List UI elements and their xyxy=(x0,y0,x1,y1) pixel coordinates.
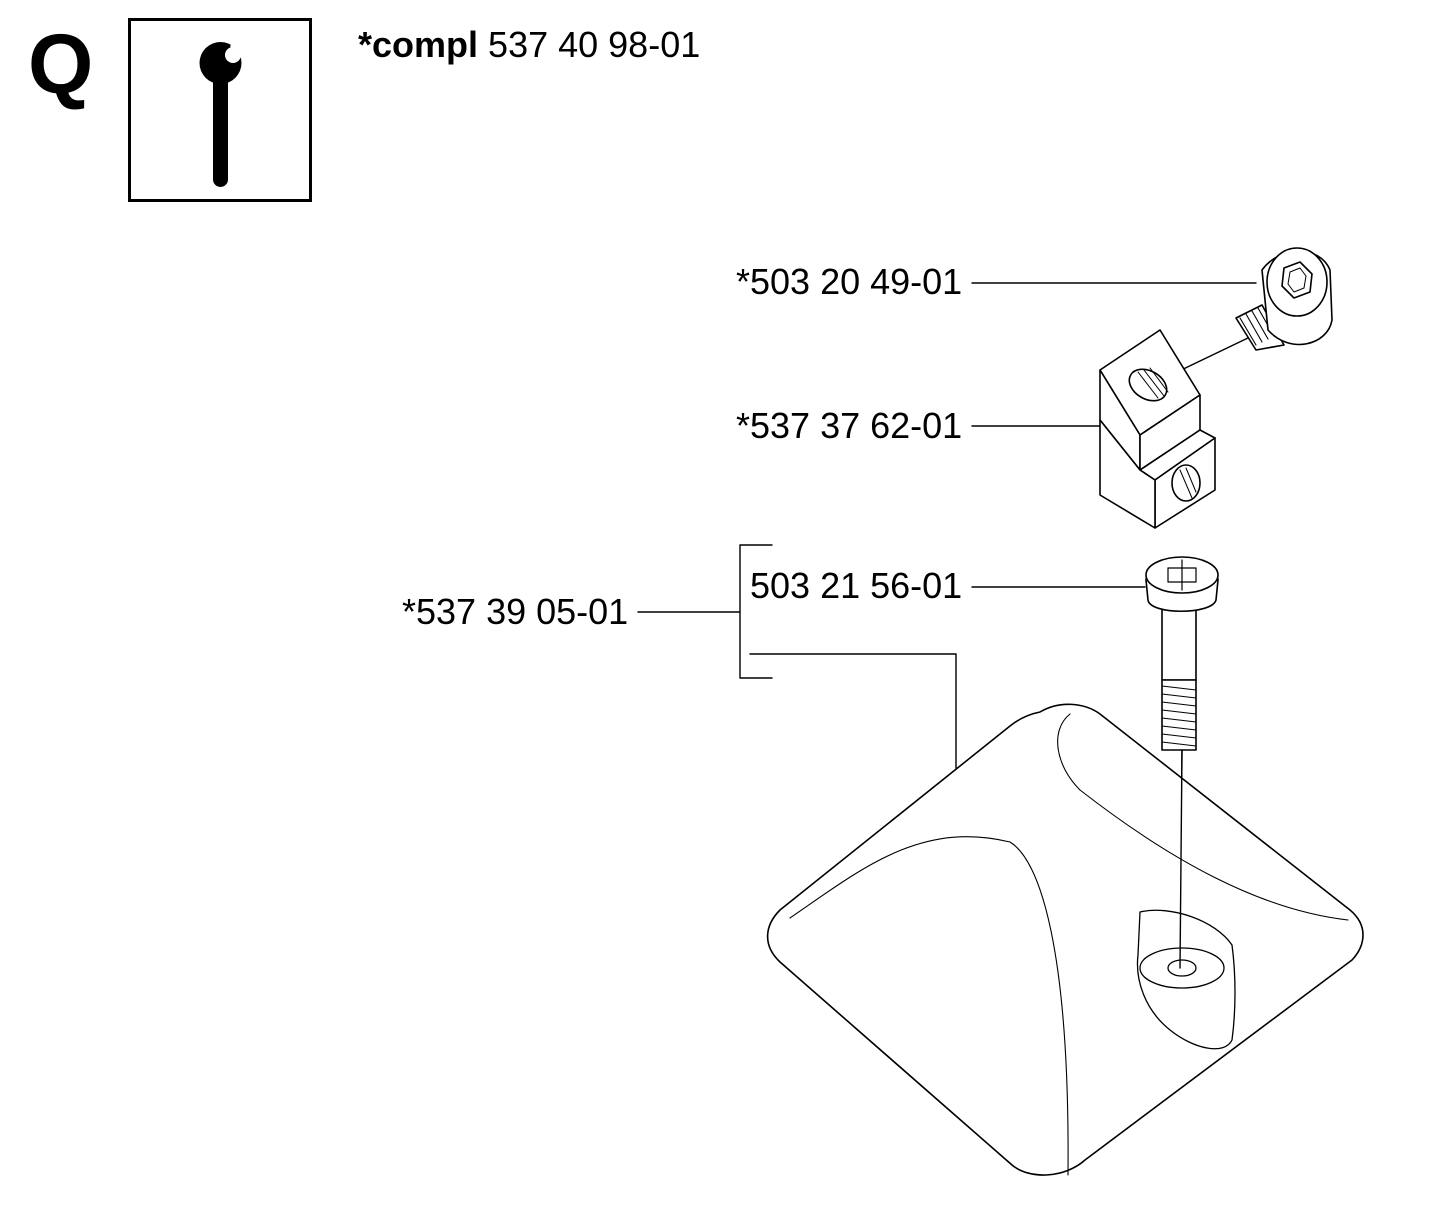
section-letter: Q xyxy=(28,17,94,111)
service-icon-box xyxy=(128,18,312,202)
wrench-service-icon xyxy=(199,32,249,187)
assembly-number: 537 40 98-01 xyxy=(488,24,701,65)
part-label-slotted-screw: 503 21 56-01 xyxy=(750,565,963,606)
part-label-bracket: *537 37 62-01 xyxy=(736,405,963,446)
hex-socket-screw xyxy=(1235,247,1333,351)
part-label-kit: *537 39 05-01 xyxy=(402,591,629,632)
assembly-title: *compl 537 40 98-01 xyxy=(358,27,700,63)
slotted-screw xyxy=(1145,556,1219,751)
angle-bracket xyxy=(1099,329,1216,529)
pyramid-cover xyxy=(766,703,1364,1176)
assembly-prefix: *compl xyxy=(358,24,479,65)
part-label-hex-screw: *503 20 49-01 xyxy=(736,261,963,302)
